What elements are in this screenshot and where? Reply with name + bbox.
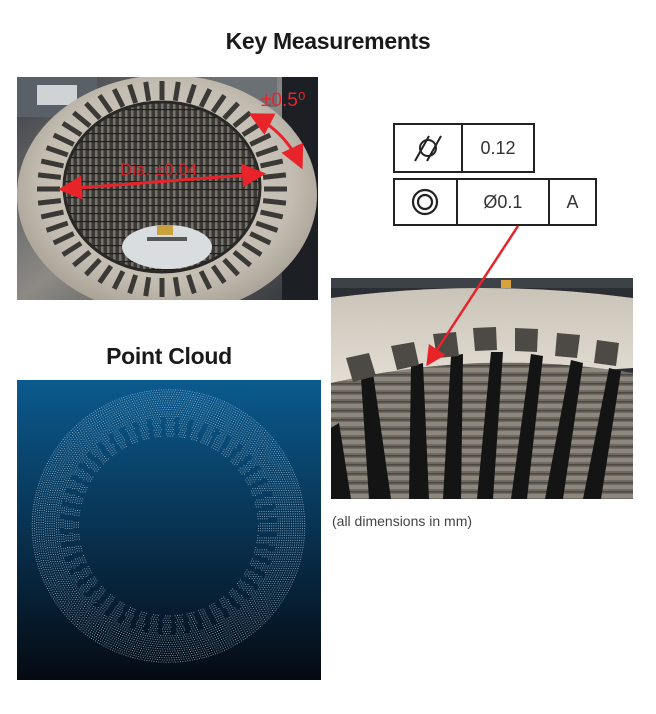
point-cloud-title: Point Cloud — [106, 343, 232, 369]
gdt-tolerance-value: Ø0.1 — [458, 180, 550, 224]
concentricity-icon — [412, 188, 439, 216]
gdt-symbol-cell — [395, 180, 458, 224]
stator-photo — [17, 77, 318, 300]
units-caption: (all dimensions in mm) — [332, 513, 473, 529]
cylindricity-icon — [414, 135, 442, 162]
key-measurements-title: Key Measurements — [225, 28, 431, 54]
point-cloud-render — [17, 380, 321, 680]
gdt-frame-concentricity: Ø0.1 A — [393, 178, 597, 226]
gdt-frame-cylindricity: 0.12 — [393, 123, 535, 173]
gdt-symbol-cell — [395, 125, 464, 171]
closeup-teeth-photo — [331, 278, 633, 499]
gdt-tolerance-value: 0.12 — [480, 137, 516, 158]
gdt-datum-reference: A — [566, 191, 579, 212]
